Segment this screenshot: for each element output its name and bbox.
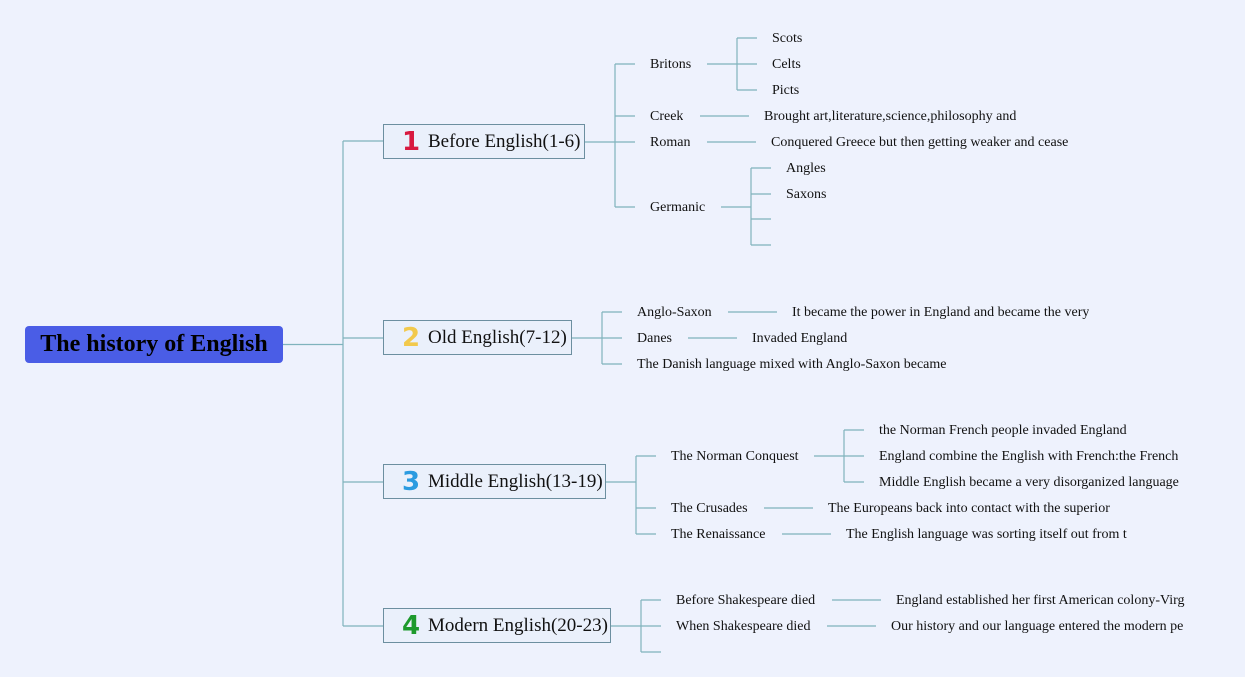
leaf-saxons[interactable]: Saxons bbox=[786, 187, 827, 203]
subtopic-crusades[interactable]: The Crusades bbox=[671, 501, 748, 517]
topic-before-english[interactable]: 1 Before English(1-6) bbox=[383, 124, 585, 159]
detail-crusades[interactable]: The Europeans back into contact with the… bbox=[828, 501, 1110, 517]
detail-danes[interactable]: Invaded England bbox=[752, 331, 848, 347]
detail-roman[interactable]: Conquered Greece but then getting weaker… bbox=[771, 135, 1069, 151]
topic-modern-english[interactable]: 4 Modern English(20-23) bbox=[383, 608, 611, 643]
topic-middle-english[interactable]: 3 Middle English(13-19) bbox=[383, 464, 606, 499]
leaf-angles[interactable]: Angles bbox=[786, 161, 826, 177]
number-badge-icon: 4 bbox=[401, 610, 421, 641]
leaf-disorganized[interactable]: Middle English became a very disorganize… bbox=[879, 475, 1179, 491]
topic-label: Before English(1-6) bbox=[428, 130, 581, 152]
topic-old-english[interactable]: 2 Old English(7-12) bbox=[383, 320, 572, 355]
detail-creek[interactable]: Brought art,literature,science,philosoph… bbox=[764, 109, 1017, 125]
subtopic-renaissance[interactable]: The Renaissance bbox=[671, 527, 766, 543]
detail-before-shakespeare[interactable]: England established her first American c… bbox=[896, 593, 1185, 609]
leaf-picts[interactable]: Picts bbox=[772, 83, 800, 99]
subtopic-anglo-saxon[interactable]: Anglo-Saxon bbox=[637, 305, 712, 321]
leaf-norman-invaded[interactable]: the Norman French people invaded England bbox=[879, 423, 1127, 439]
subtopic-danish-language[interactable]: The Danish language mixed with Anglo-Sax… bbox=[637, 357, 947, 373]
subtopic-when-shakespeare[interactable]: When Shakespeare died bbox=[676, 619, 811, 635]
subtopic-creek[interactable]: Creek bbox=[650, 109, 684, 125]
topic-label: Modern English(20-23) bbox=[428, 614, 608, 636]
subtopic-norman-conquest[interactable]: The Norman Conquest bbox=[671, 449, 799, 465]
detail-anglo-saxon[interactable]: It became the power in England and becam… bbox=[792, 305, 1090, 321]
topic-label: Middle English(13-19) bbox=[428, 470, 603, 492]
number-badge-icon: 1 bbox=[401, 126, 421, 157]
subtopic-germanic[interactable]: Germanic bbox=[650, 200, 706, 216]
subtopic-roman[interactable]: Roman bbox=[650, 135, 691, 151]
root-title: The history of English bbox=[40, 331, 268, 357]
topic-label: Old English(7-12) bbox=[428, 326, 567, 348]
subtopic-danes[interactable]: Danes bbox=[637, 331, 672, 347]
leaf-english-french[interactable]: England combine the English with French:… bbox=[879, 449, 1179, 465]
leaf-scots[interactable]: Scots bbox=[772, 31, 803, 47]
detail-when-shakespeare[interactable]: Our history and our language entered the… bbox=[891, 619, 1184, 635]
number-badge-icon: 2 bbox=[401, 322, 421, 353]
subtopic-before-shakespeare[interactable]: Before Shakespeare died bbox=[676, 593, 816, 609]
number-badge-icon: 3 bbox=[401, 466, 421, 497]
detail-renaissance[interactable]: The English language was sorting itself … bbox=[846, 527, 1127, 543]
leaf-celts[interactable]: Celts bbox=[772, 57, 801, 73]
subtopic-britons[interactable]: Britons bbox=[650, 57, 692, 73]
root-topic[interactable]: The history of English bbox=[25, 326, 283, 363]
